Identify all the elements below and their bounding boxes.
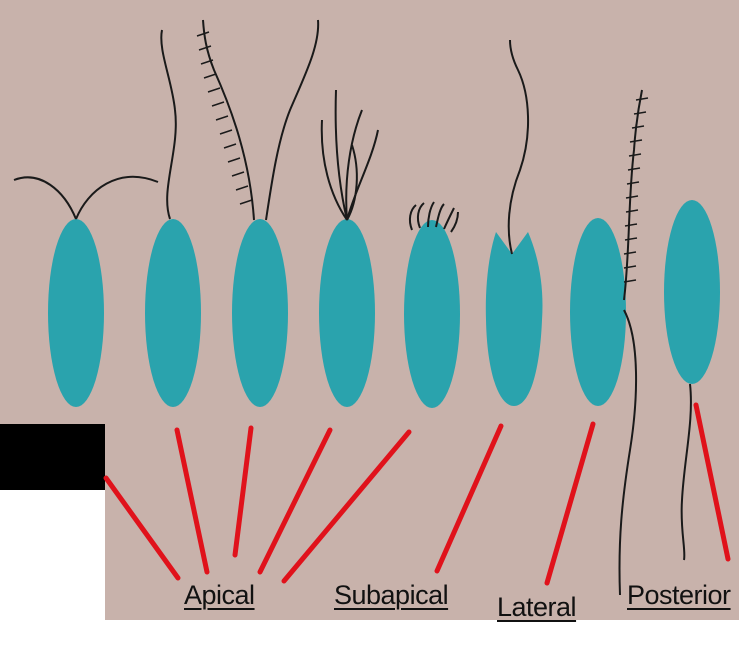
cell-4 — [319, 219, 375, 407]
cell-7 — [570, 218, 626, 406]
label-apical: Apical — [184, 580, 255, 611]
label-posterior: Posterior — [627, 580, 739, 611]
cell-2 — [145, 219, 201, 407]
black-block — [0, 424, 105, 490]
label-lateral: Lateral — [497, 592, 576, 623]
cell-3 — [232, 219, 288, 407]
cell-8 — [664, 200, 720, 384]
cell-5 — [404, 220, 460, 408]
label-subapical: Subapical — [334, 580, 448, 611]
cell-1 — [48, 219, 104, 407]
